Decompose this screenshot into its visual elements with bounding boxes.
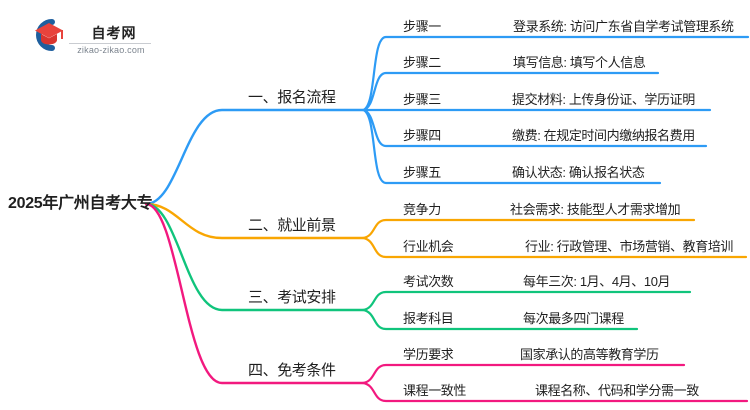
step2-value: 填写信息: 填写个人信息 (513, 55, 646, 70)
branch4-main-line (144, 202, 365, 385)
branch1-child-lines (361, 35, 750, 185)
branch4-label: 四、免考条件 (248, 362, 336, 379)
step1-value: 登录系统: 访问广东省自学考试管理系统 (513, 19, 734, 34)
step2-label: 步骤二 (403, 55, 441, 70)
step4-value: 缴费: 在规定时间内缴纳报名费用 (512, 128, 695, 143)
branch1-label: 一、报名流程 (248, 89, 336, 106)
exam-times-value: 每年三次: 1月、4月、10月 (523, 274, 671, 289)
edu-requirement-value: 国家承认的高等教育学历 (520, 347, 659, 362)
site-logo[interactable]: 自考网 zikao-zikao.com (28, 16, 151, 58)
exam-subjects-value: 每次最多四门课程 (523, 311, 624, 326)
industry-value: 行业: 行政管理、市场营销、教育培训 (525, 239, 734, 254)
competitiveness-label: 竞争力 (403, 202, 441, 217)
branch3-child-lines (361, 290, 692, 331)
root-node: 2025年广州自考大专 (8, 195, 153, 212)
exam-subjects-label: 报考科目 (403, 311, 454, 326)
branch3-main-line (144, 202, 365, 312)
logo-divider (69, 43, 151, 44)
step1-label: 步骤一 (403, 19, 441, 34)
competitiveness-value: 社会需求: 技能型人才需求增加 (510, 202, 681, 217)
graduation-cap-icon (35, 19, 63, 51)
branch3-label: 三、考试安排 (248, 289, 336, 306)
branch4-child-lines (361, 363, 749, 403)
step3-label: 步骤三 (403, 92, 441, 107)
branch1-main-line (144, 108, 365, 206)
branch2-main-line (144, 202, 365, 240)
branch2-label: 二、就业前景 (248, 217, 336, 234)
site-name: 自考网 (91, 25, 137, 41)
step5-label: 步骤五 (403, 165, 441, 180)
branch2-child-lines (361, 218, 748, 259)
site-url: zikao-zikao.com (77, 45, 145, 55)
course-consistency-label: 课程一致性 (403, 383, 467, 398)
step5-value: 确认状态: 确认报名状态 (512, 165, 645, 180)
course-consistency-value: 课程名称、代码和学分需一致 (535, 383, 699, 398)
step4-label: 步骤四 (403, 128, 441, 143)
exam-times-label: 考试次数 (403, 274, 454, 289)
step3-value: 提交材料: 上传身份证、学历证明 (512, 92, 695, 107)
edu-requirement-label: 学历要求 (403, 347, 454, 362)
industry-label: 行业机会 (403, 239, 454, 254)
